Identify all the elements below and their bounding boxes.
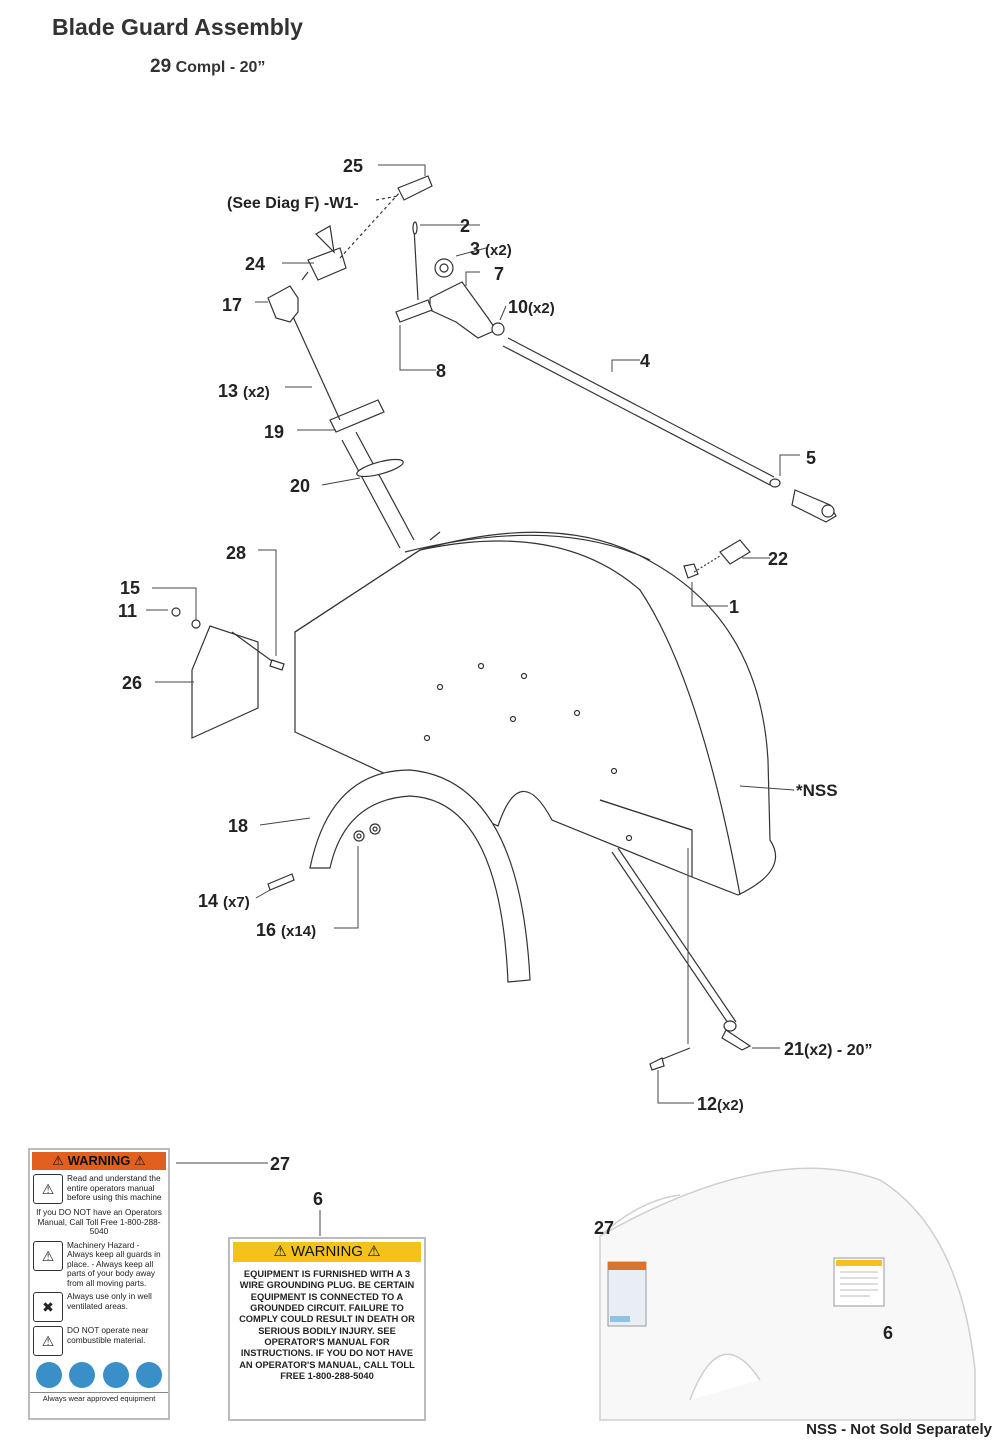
blade-guard-body (294, 531, 777, 896)
callout-13: 13 (x2) (218, 382, 270, 400)
warning-row-combustible: ⚠ DO NOT operate near combustible materi… (33, 1325, 165, 1357)
callout-16: 16 (x14) (256, 921, 316, 939)
callout-14-qty: (x7) (223, 894, 250, 911)
callout-19: 19 (264, 422, 285, 442)
warning-row-machinery: ⚠ Machinery Hazard - Always keep all gua… (33, 1239, 165, 1289)
callout-5: 5 (806, 448, 817, 468)
vertical-tube (289, 309, 441, 549)
callout-18: 18 (228, 816, 249, 836)
leader-lines (146, 164, 880, 1333)
ear-protection-icon (102, 1362, 129, 1389)
callout-3-number: 3 (470, 239, 481, 259)
callout-6: 6 (313, 1189, 324, 1209)
callout-12-qty: (x2) (717, 1097, 744, 1114)
warning-footer: Always wear approved equipment (30, 1392, 168, 1404)
callout-21-qty: (x2) - 20” (804, 1042, 873, 1059)
warning-header-text: WARNING (67, 1153, 131, 1168)
callout-14: 14 (x7) (198, 892, 250, 910)
callout-25: 25 (343, 156, 364, 176)
warning-text-machinery: Machinery Hazard - Always keep all guard… (67, 1239, 161, 1288)
callout-27-thumbnail: 27 (594, 1218, 615, 1238)
assembly-subtitle: 29 Compl - 20” (150, 56, 265, 78)
machinery-hazard-icon: ⚠ (33, 1240, 63, 1271)
see-diag-note: (See Diag F) -W1- (227, 195, 359, 212)
callout-13-qty: (x2) (243, 384, 270, 401)
warning-row-ventilation: ✖ Always use only in well ventilated are… (33, 1291, 165, 1323)
rod (502, 337, 837, 523)
callout-12: 12(x2) (697, 1095, 744, 1113)
warning6-body: EQUIPMENT IS FURNISHED WITH A 3 WIRE GRO… (239, 1269, 415, 1381)
warning-label-27: ⚠ WARNING ⚠ ⚠ Read and understand the en… (28, 1148, 170, 1420)
guard-holes (423, 662, 633, 842)
warning6-header: ⚠ WARNING ⚠ (233, 1242, 421, 1262)
callout-7: 7 (494, 264, 505, 284)
warning-row-manual: ⚠ Read and understand the entire operato… (33, 1173, 165, 1204)
callout-10-qty: (x2) (528, 300, 555, 317)
callout-8: 8 (436, 361, 447, 381)
elbow-fitting (683, 539, 751, 579)
callout-10-number: 10 (508, 297, 529, 317)
page-title: Blade Guard Assembly (52, 14, 303, 40)
callout-16-number: 16 (256, 920, 277, 940)
assembly-number: 29 (150, 56, 172, 77)
warning-text-manual: Read and understand the entire operators… (67, 1173, 162, 1203)
callout-21-number: 21 (784, 1039, 805, 1059)
guard-thumbnail (599, 1167, 976, 1421)
callout-17: 17 (222, 295, 243, 315)
assembly-name: Compl - 20” (175, 59, 266, 76)
arc-flange (309, 769, 531, 983)
respirator-icon (69, 1362, 96, 1389)
callout-11: 11 (118, 601, 138, 621)
callout-22: 22 (768, 549, 789, 569)
warning6-header-text: WARNING (291, 1243, 363, 1260)
ventilation-icon: ✖ (33, 1292, 63, 1323)
thumbnail-label-6 (833, 1257, 885, 1307)
callout-1: 1 (729, 597, 740, 617)
warning-text-ventilation: Always use only in well ventilated areas… (67, 1291, 152, 1311)
callout-3-qty: (x2) (485, 242, 512, 259)
callout-24: 24 (245, 254, 266, 274)
nss-footnote: NSS - Not Sold Separately (806, 1421, 992, 1438)
warning-label-6: ⚠ WARNING ⚠ EQUIPMENT IS FURNISHED WITH … (228, 1237, 426, 1421)
callout-4: 4 (640, 351, 651, 371)
callout-27: 27 (270, 1154, 291, 1174)
callout-20: 20 (290, 476, 311, 496)
warning-header: ⚠ WARNING ⚠ (32, 1152, 166, 1170)
callout-15: 15 (120, 578, 141, 598)
callout-14-number: 14 (198, 891, 219, 911)
cover-plate (171, 607, 285, 739)
callout-28: 28 (226, 543, 247, 563)
fire-icon: ⚠ (33, 1326, 63, 1357)
callout-nss: *NSS (796, 781, 838, 800)
callout-6-thumbnail: 6 (883, 1323, 894, 1343)
support-rod (611, 847, 752, 1071)
read-manual-icon: ⚠ (33, 1174, 63, 1204)
clevis-assembly (395, 221, 505, 339)
callout-21: 21(x2) - 20” (784, 1040, 873, 1059)
warning-text-call: If you DO NOT have an Operators Manual, … (36, 1207, 162, 1237)
screw (267, 873, 295, 891)
valve-assembly (267, 175, 433, 323)
callout-13-number: 13 (218, 381, 239, 401)
callout-2: 2 (460, 216, 471, 236)
thumbnail-label-27 (607, 1261, 647, 1327)
warning-text-combustible: DO NOT operate near combustible material… (67, 1325, 149, 1345)
callout-16-qty: (x14) (281, 923, 317, 940)
eye-protection-icon (36, 1362, 62, 1389)
callout-10: 10(x2) (508, 298, 555, 316)
callout-26: 26 (122, 673, 143, 693)
hard-hat-icon (135, 1362, 162, 1389)
callout-3: 3 (x2) (470, 240, 512, 258)
callout-12-number: 12 (697, 1094, 718, 1114)
ppe-icons (36, 1362, 162, 1389)
